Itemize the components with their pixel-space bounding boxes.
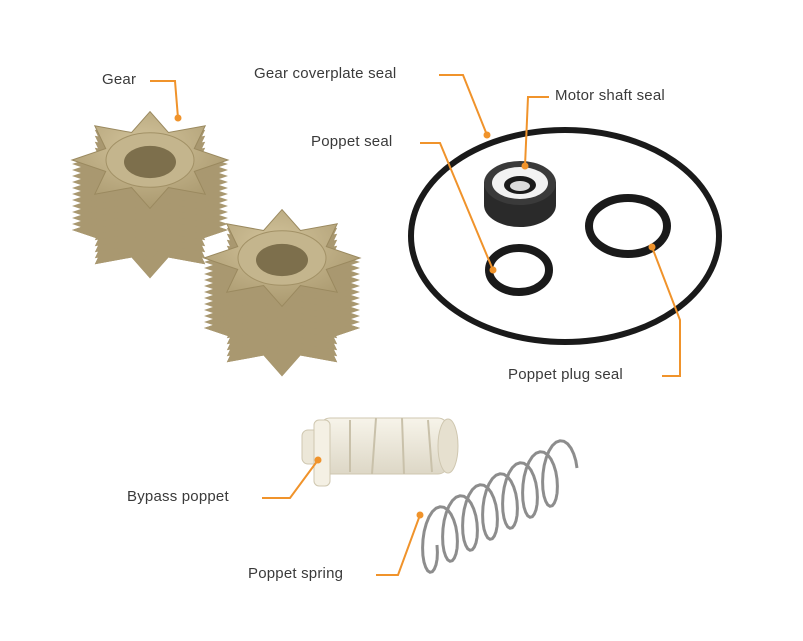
- label-motor-shaft-seal: Motor shaft seal: [555, 87, 665, 104]
- gear-icon: [70, 110, 230, 279]
- leader-gear: [150, 80, 179, 119]
- bypass-poppet-icon: [301, 417, 459, 487]
- leader-poppet-spring: [376, 514, 421, 576]
- label-bypass-poppet: Bypass poppet: [127, 488, 229, 505]
- gear-coverplate-seal-icon: [408, 127, 722, 345]
- leader-motor-shaft-seal: [524, 96, 549, 167]
- label-poppet-plug-seal: Poppet plug seal: [508, 366, 623, 383]
- gear-icon: [202, 208, 362, 377]
- label-gear: Gear: [102, 71, 137, 88]
- leader-bypass-poppet: [262, 459, 319, 499]
- leader-poppet-seal: [420, 142, 494, 271]
- leader-gear-coverplate-seal: [439, 74, 488, 136]
- leader-lines: [150, 74, 681, 576]
- leader-dots: [174, 114, 656, 519]
- poppet-plug-seal-icon: [585, 194, 671, 258]
- leader-poppet-plug-seal: [651, 246, 681, 377]
- poppet-spring-icon: [421, 439, 579, 574]
- label-gear-coverplate-seal: Gear coverplate seal: [254, 65, 397, 82]
- label-poppet-seal: Poppet seal: [311, 133, 393, 150]
- motor-shaft-seal-icon: [484, 161, 556, 227]
- label-poppet-spring: Poppet spring: [248, 565, 344, 582]
- poppet-seal-icon: [485, 244, 553, 296]
